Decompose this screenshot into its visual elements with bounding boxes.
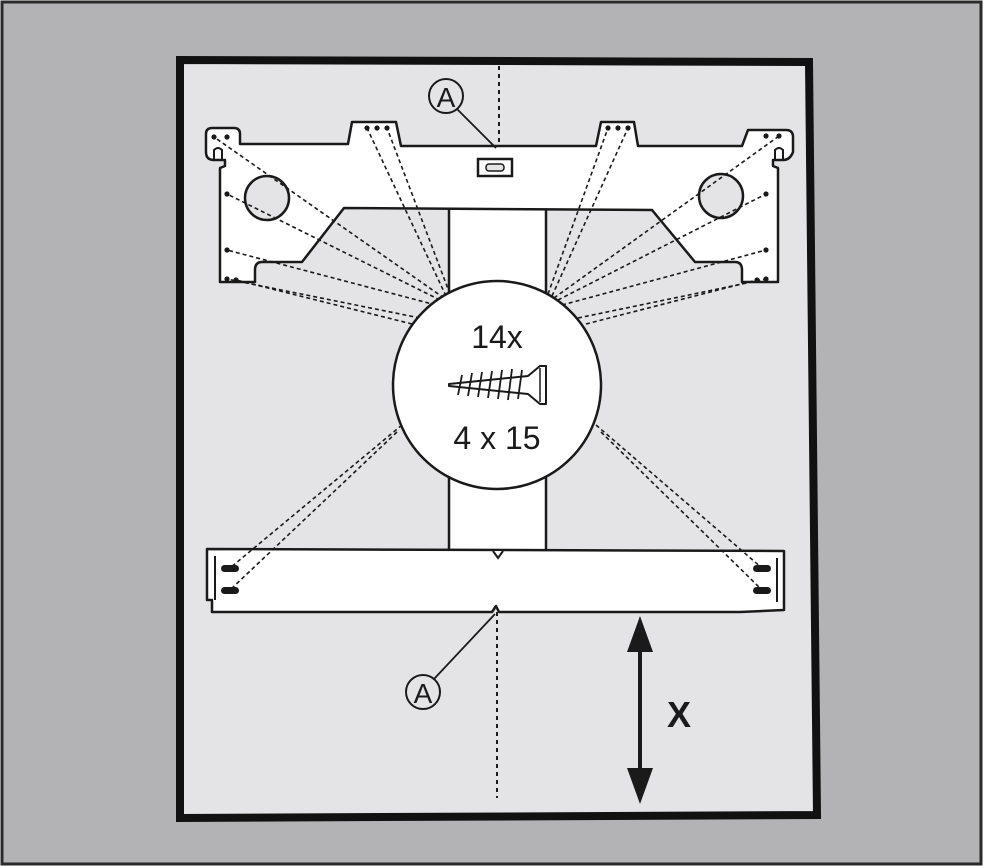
- bottom-rail-slots: [221, 565, 771, 594]
- screw-leader-lines: [213, 127, 780, 591]
- callout-leader-top: [456, 108, 497, 149]
- screw-size: 4 x 15: [453, 420, 540, 456]
- top-bracket-holes: [211, 125, 782, 283]
- dimension-label: X: [667, 694, 691, 735]
- callout-leader-bottom: [433, 613, 496, 680]
- callout-label-bottom: A: [414, 678, 433, 709]
- bottom-rail-center-notch: [492, 550, 504, 560]
- dimension-arrow: [627, 616, 653, 804]
- callout-circle-bottom: [405, 674, 441, 710]
- center-slot-inner: [485, 163, 505, 172]
- left-bracket-cutout: [243, 174, 291, 222]
- screw-icon: [448, 365, 547, 405]
- right-bracket-cutout: [697, 172, 745, 220]
- top-bracket: [204, 120, 795, 284]
- screw-count: 14x: [471, 319, 523, 355]
- bottom-rail: [205, 547, 786, 614]
- callout-circle-top: [428, 78, 464, 114]
- right-hook-notch: [774, 147, 784, 160]
- callout-label-top: A: [437, 82, 456, 113]
- left-hook-notch: [213, 147, 223, 160]
